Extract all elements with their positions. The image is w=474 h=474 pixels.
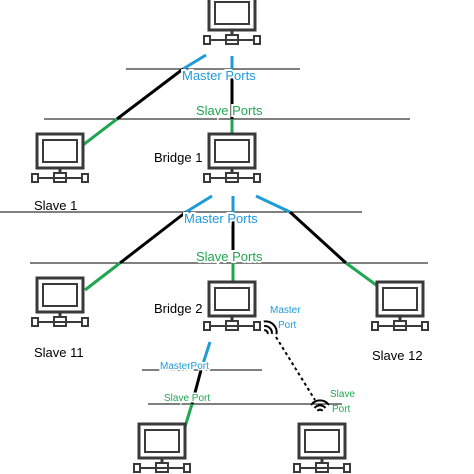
bottom-right-wifi-icon: [310, 399, 330, 412]
slave12-computer-icon: [370, 280, 430, 332]
wireless-master-label-line2: Port: [278, 320, 297, 331]
bridge1-slave-ports-label: Slave Ports: [196, 249, 263, 264]
slave11-label: Slave 11: [34, 345, 84, 360]
link-root-slave1: [78, 53, 207, 150]
bridge2-computer-icon: [202, 280, 262, 332]
link-bridge1-slave11: [84, 194, 213, 292]
wireless-slave-label-line2: Port: [332, 404, 351, 415]
link-bridge2-bottom-left: [182, 341, 212, 431]
slave1-computer-icon: [30, 132, 90, 184]
wireless-link: [275, 336, 316, 401]
bridge2-master-port-label: MasterPort: [160, 361, 209, 372]
slave11-computer-icon: [30, 276, 90, 328]
bridge2-wifi-icon: [258, 317, 281, 340]
bridge1-master-ports-label: Master Ports: [184, 211, 258, 226]
bridge1-computer-icon: [202, 132, 262, 184]
slave1-label: Slave 1: [34, 198, 77, 213]
bridge1-label: Bridge 1: [154, 150, 202, 165]
bridge2-slave-port-label: Slave Port: [164, 393, 210, 404]
root-master-ports-label: Master Ports: [182, 68, 256, 83]
slave12-label: Slave 12: [372, 348, 423, 363]
root-computer-icon: [202, 0, 262, 46]
root-slave-ports-label: Slave Ports: [196, 103, 263, 118]
bottom-left-computer-icon: [132, 422, 192, 474]
link-bridge1-slave12: [255, 194, 384, 292]
bottom-right-computer-icon: [292, 422, 352, 474]
wireless-master-label-line1: Master: [270, 305, 301, 316]
wireless-slave-label-line1: Slave: [330, 389, 355, 400]
bridge2-label: Bridge 2: [154, 301, 202, 316]
